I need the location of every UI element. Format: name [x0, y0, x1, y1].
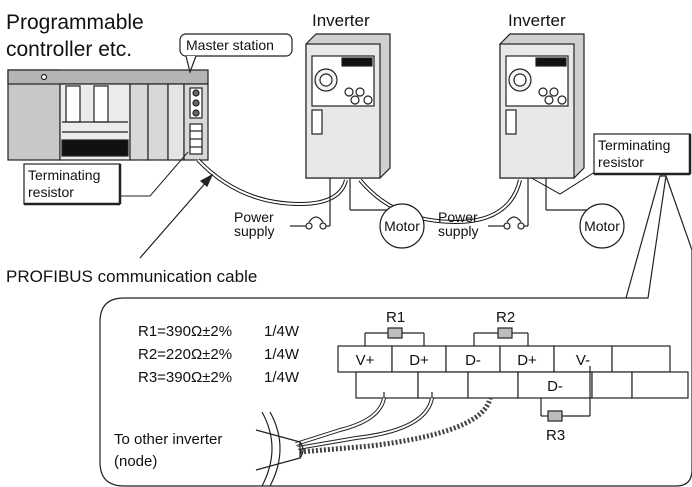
terminal-top-5: V-: [576, 352, 590, 369]
inverter-1: [305, 33, 391, 179]
title-line1: Programmable: [6, 11, 144, 34]
cable-jacket: [255, 411, 304, 487]
profibus-cable: [196, 158, 599, 225]
terminal-top-3: D-: [465, 352, 481, 369]
title-line2: controller etc.: [6, 38, 132, 61]
terminating-resistor-left-line1: Terminating: [28, 167, 100, 183]
motor-2: [579, 203, 625, 249]
cable-pointer-arrow: [139, 173, 214, 259]
resistor-r1: [364, 327, 425, 346]
spec-r3-name: R3=390Ω±2%: [138, 369, 232, 386]
master-station-callout: [179, 33, 293, 57]
terminal-block: [337, 345, 689, 399]
spec-r3-rating: 1/4W: [264, 369, 300, 386]
resistor-r2: [473, 327, 529, 346]
spec-r2-name: R2=220Ω±2%: [138, 346, 232, 363]
spec-r1-rating: 1/4W: [264, 323, 300, 340]
power-motor-wiring-1: [290, 178, 403, 230]
programmable-controller: [7, 69, 209, 161]
spec-r1-name: R1=390Ω±2%: [138, 323, 232, 340]
cable-conductors: [295, 392, 493, 455]
inverter-2-label: Inverter: [508, 11, 566, 30]
other-inverter-line1: To other inverter: [114, 431, 222, 448]
terminating-resistor-right-line1: Terminating: [598, 137, 670, 153]
power-supply-2-line2: supply: [438, 223, 478, 239]
motor-1-label: Motor: [384, 218, 420, 234]
motor-1: [379, 203, 425, 249]
terminal-bottom-1: D-: [547, 378, 563, 395]
power-supply-1-line1: Power: [234, 209, 274, 225]
master-station-label: Master station: [186, 37, 274, 53]
inverter-2: [499, 33, 585, 179]
inverter-1-label: Inverter: [312, 11, 370, 30]
spec-r2-rating: 1/4W: [264, 346, 300, 363]
power-supply-1-line2: supply: [234, 223, 274, 239]
cable-label: PROFIBUS communication cable: [6, 267, 257, 286]
terminal-top-1: V+: [356, 352, 375, 369]
motor-2-label: Motor: [584, 218, 620, 234]
terminating-resistor-right-line2: resistor: [598, 154, 644, 170]
resistor-r3-tag: R3: [546, 427, 565, 444]
terminal-top-4: D+: [517, 352, 537, 369]
power-motor-wiring-2: [488, 178, 603, 230]
resistor-r2-tag: R2: [496, 309, 515, 326]
power-supply-2-line1: Power: [438, 209, 478, 225]
terminating-resistor-right-callout: [593, 133, 691, 175]
terminal-top-2: D+: [409, 352, 429, 369]
terminating-resistor-left-line2: resistor: [28, 184, 74, 200]
resistor-r1-tag: R1: [386, 309, 405, 326]
resistor-r3: [540, 366, 591, 422]
other-inverter-line2: (node): [114, 453, 157, 470]
